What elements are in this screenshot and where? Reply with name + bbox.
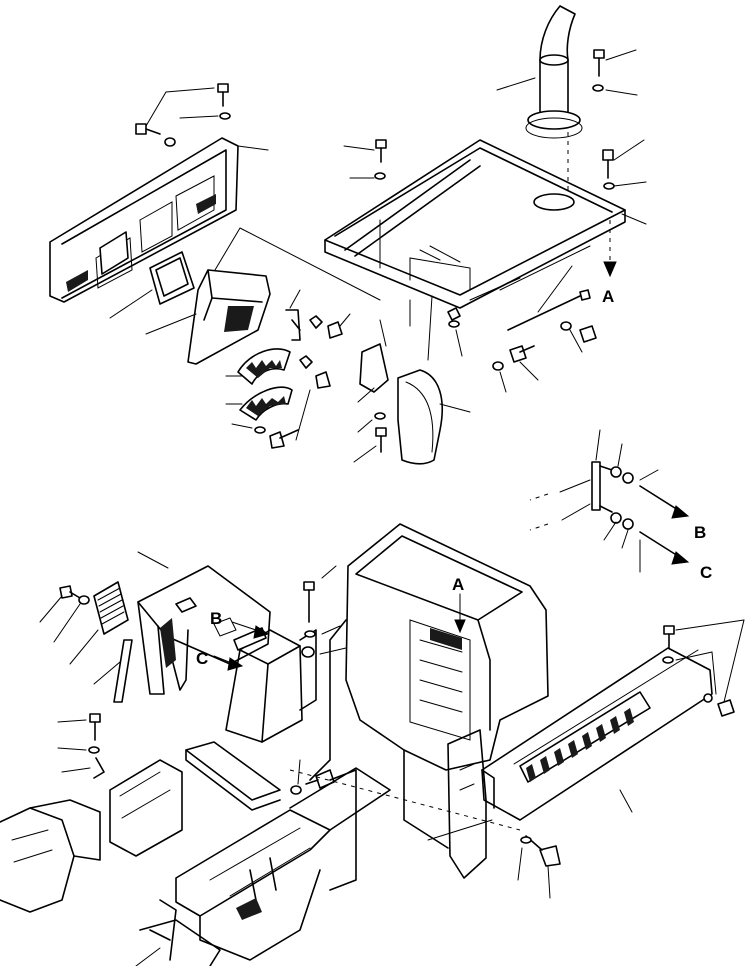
arrow-a-bottom [454, 593, 466, 634]
callout-a-mid: A [452, 575, 464, 594]
bolts-center [353, 387, 471, 463]
bolts-lower-left [57, 713, 105, 779]
intake-housing [187, 227, 381, 365]
leader-lines-door [109, 87, 269, 335]
side-panel-right [481, 647, 713, 821]
top-deck-panel [324, 139, 626, 309]
callout-b-right: B [694, 523, 706, 542]
bolt-top-right [592, 49, 615, 190]
bolt-door [135, 83, 231, 147]
louver-grille [93, 581, 129, 635]
lower-left-body [0, 799, 262, 966]
callout-a-top: A [602, 287, 614, 306]
filter-gasket [149, 251, 195, 305]
callout-c-left: C [196, 649, 208, 668]
exhaust-pipe [525, 5, 583, 195]
bolts-mid-right [447, 265, 597, 393]
rubber-seals [237, 348, 293, 421]
hose-bracket-assembly [529, 429, 690, 573]
leader-lines-top [343, 49, 647, 225]
bolts-center-bottom [290, 565, 347, 795]
bolts-seals [225, 375, 311, 449]
bracket-clips [285, 289, 351, 389]
side-access-door [49, 137, 239, 303]
callout-c-right: C [700, 563, 712, 582]
bolts-side-panel [427, 619, 745, 899]
center-duct [225, 627, 303, 743]
bolts-rear-cover [39, 551, 169, 685]
arrow-c-left [213, 655, 244, 671]
lower-right-base [403, 729, 487, 879]
deflector-plates [359, 295, 443, 465]
chassis-frame [109, 741, 521, 961]
seal-strip [113, 639, 133, 703]
callout-b-left: B [210, 609, 222, 628]
arrow-b-left [231, 621, 270, 639]
bolt-deck-left [374, 139, 387, 180]
rear-cover-assembly [137, 565, 271, 695]
arrow-a-top [603, 220, 617, 278]
cab-frame-body [299, 523, 549, 781]
